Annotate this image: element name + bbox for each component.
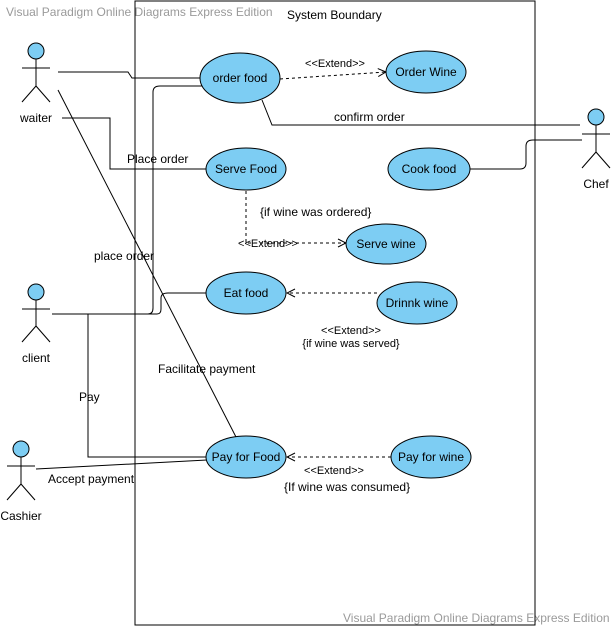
actor-client[interactable]: client — [21, 283, 51, 365]
use-case-cook-food[interactable]: Cook food — [387, 147, 471, 191]
accept-payment-label: Accept payment — [48, 472, 135, 486]
assoc-waiter-pay-food — [57, 89, 237, 438]
use-case-serve-wine[interactable]: Serve wine — [345, 223, 427, 265]
extend-pay-wine-label: <<Extend>> — [304, 465, 364, 477]
use-case-order-food-label: order food — [213, 71, 268, 85]
assoc-client-pay-food — [78, 313, 207, 458]
actor-cashier[interactable]: Cashier — [0, 440, 42, 523]
use-case-order-wine[interactable]: Order Wine — [385, 50, 467, 94]
use-case-order-food[interactable]: order food — [199, 52, 281, 104]
use-case-order-wine-label: Order Wine — [395, 65, 457, 79]
assoc-client-order-food — [52, 85, 202, 315]
actor-chef-head — [587, 108, 605, 126]
actor-cashier-head — [12, 440, 30, 458]
system-boundary — [134, 0, 536, 626]
use-case-pay-for-food-label: Pay for Food — [212, 450, 281, 464]
if-wine-ordered-label: {if wine was ordered} — [260, 205, 371, 219]
use-case-serve-food-label: Serve Food — [215, 162, 277, 176]
watermark-bottom: Visual Paradigm Online Diagrams Express … — [343, 611, 610, 625]
use-case-drink-wine[interactable]: Drinnk wine — [376, 281, 458, 325]
use-case-pay-for-food[interactable]: Pay for Food — [205, 435, 287, 479]
use-case-serve-wine-label: Serve wine — [356, 237, 416, 251]
actor-waiter-label: waiter — [19, 111, 52, 125]
pay-label: Pay — [79, 390, 100, 404]
assoc-client-eat-food — [80, 292, 207, 315]
assoc-order-food-chef — [261, 99, 580, 126]
extend-order-wine-arrow — [279, 72, 386, 80]
actor-cashier-label: Cashier — [0, 509, 41, 523]
assoc-cashier-pay-food — [35, 459, 208, 470]
use-case-eat-food-label: Eat food — [224, 286, 269, 300]
assoc-cook-food-chef — [470, 139, 582, 170]
use-case-eat-food[interactable]: Eat food — [205, 271, 287, 315]
actor-chef[interactable]: Chef — [581, 108, 611, 191]
confirm-order-label: confirm order — [334, 110, 405, 124]
actor-client-head — [27, 283, 45, 301]
facilitate-payment-label: Facilitate payment — [158, 362, 256, 376]
use-case-cook-food-label: Cook food — [402, 162, 457, 176]
use-case-drink-wine-label: Drinnk wine — [386, 296, 449, 310]
place-order-label-2: place order — [94, 249, 154, 263]
use-case-pay-for-wine[interactable]: Pay for wine — [390, 435, 472, 479]
actor-waiter[interactable]: waiter — [19, 42, 52, 125]
actor-waiter-head — [27, 42, 45, 60]
actor-chef-label: Chef — [583, 177, 609, 191]
assoc-waiter-order-food — [58, 71, 202, 79]
extend-order-wine-label: <<Extend>> — [305, 58, 365, 70]
actor-client-label: client — [22, 351, 51, 365]
if-wine-served-label: {if wine was served} — [302, 338, 400, 350]
use-case-pay-for-wine-label: Pay for wine — [398, 450, 464, 464]
watermark-top: Visual Paradigm Online Diagrams Express … — [6, 5, 273, 19]
use-case-serve-food[interactable]: Serve Food — [205, 147, 287, 191]
if-wine-consumed-label: {If wine was consumed} — [284, 480, 410, 494]
assoc-waiter-serve-food — [62, 117, 207, 170]
extend-serve-wine-label: <<Extend>> — [238, 238, 298, 250]
extend-drink-wine-label: <<Extend>> — [321, 325, 381, 337]
system-boundary-title: System Boundary — [287, 8, 382, 22]
place-order-label-1: Place order — [127, 152, 188, 166]
